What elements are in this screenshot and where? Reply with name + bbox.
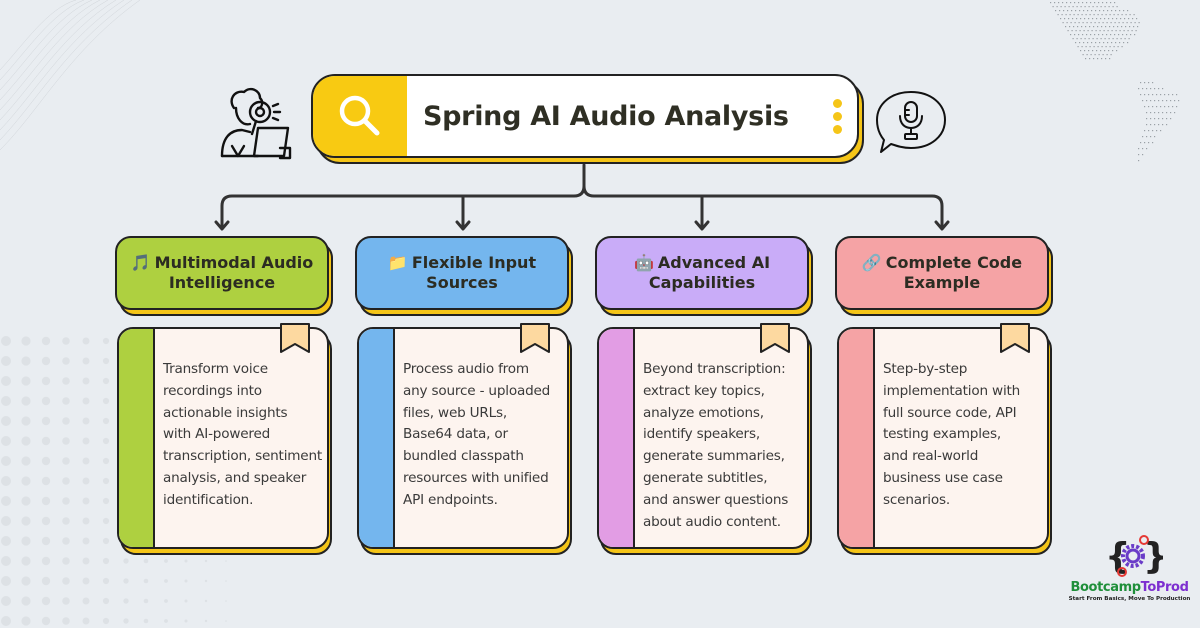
more-vertical-icon [817,76,857,156]
music-note-icon: 🎵 [130,253,151,272]
title-bar: Spring AI Audio Analysis [311,74,859,158]
decorative-world-map [1050,2,1180,162]
brand-name-part1: Bootcamp [1070,580,1142,595]
brand-name-part2: ToProd [1140,580,1189,595]
folder-icon: 📁 [387,253,408,272]
category-header: 🤖Advanced AI Capabilities [595,236,809,310]
card-spine [359,329,395,547]
category-card: Step-by-step implementation with full so… [837,327,1049,549]
category-label: Multimodal Audio Intelligence [154,253,314,292]
category-description: Process audio from any source - uploaded… [403,361,551,508]
detective-magnifier-icon [220,87,292,160]
category-title: 🤖Advanced AI Capabilities [605,253,799,293]
bookmark-icon [1000,323,1030,353]
bookmark-icon [280,323,310,353]
bookmark-icon [520,323,550,353]
robot-icon: 🤖 [633,253,654,272]
svg-text:}: } [1143,536,1163,577]
category-header: 📁Flexible Input Sources [355,236,569,310]
bookmark-icon [760,323,790,353]
brand-logo: { } BootcampToProd Start From Basics, Mo… [1065,530,1200,620]
category-header: 🎵Multimodal Audio Intelligence [115,236,329,310]
gear-braces-logo-icon: { } [1105,535,1163,577]
microphone-speech-bubble-icon [876,91,946,153]
link-icon: 🔗 [861,253,882,272]
category-title: 🎵Multimodal Audio Intelligence [125,253,319,293]
card-spine [119,329,155,547]
category-title: 🔗Complete Code Example [845,253,1039,293]
category-description: Transform voice recordings into actionab… [163,361,323,508]
category-header: 🔗Complete Code Example [835,236,1049,310]
card-spine [599,329,635,547]
category-card: Beyond transcription: extract key topics… [597,327,809,549]
category-description: Step-by-step implementation with full so… [883,361,1021,508]
category-label: Flexible Input Sources [411,253,537,292]
category-label: Complete Code Example [885,253,1023,292]
category-card: Process audio from any source - uploaded… [357,327,569,549]
brand-name: BootcampToProd [1059,580,1200,595]
page-title: Spring AI Audio Analysis [423,100,789,132]
category-title: 📁Flexible Input Sources [365,253,559,293]
title-search-panel [313,76,407,156]
card-spine [839,329,875,547]
brand-tagline: Start From Basics, Move To Production [1068,596,1191,602]
category-card: Transform voice recordings into actionab… [117,327,329,549]
decorative-wave [0,0,141,151]
search-icon [339,95,380,136]
category-description: Beyond transcription: extract key topics… [643,361,789,530]
category-label: Advanced AI Capabilities [648,253,771,292]
